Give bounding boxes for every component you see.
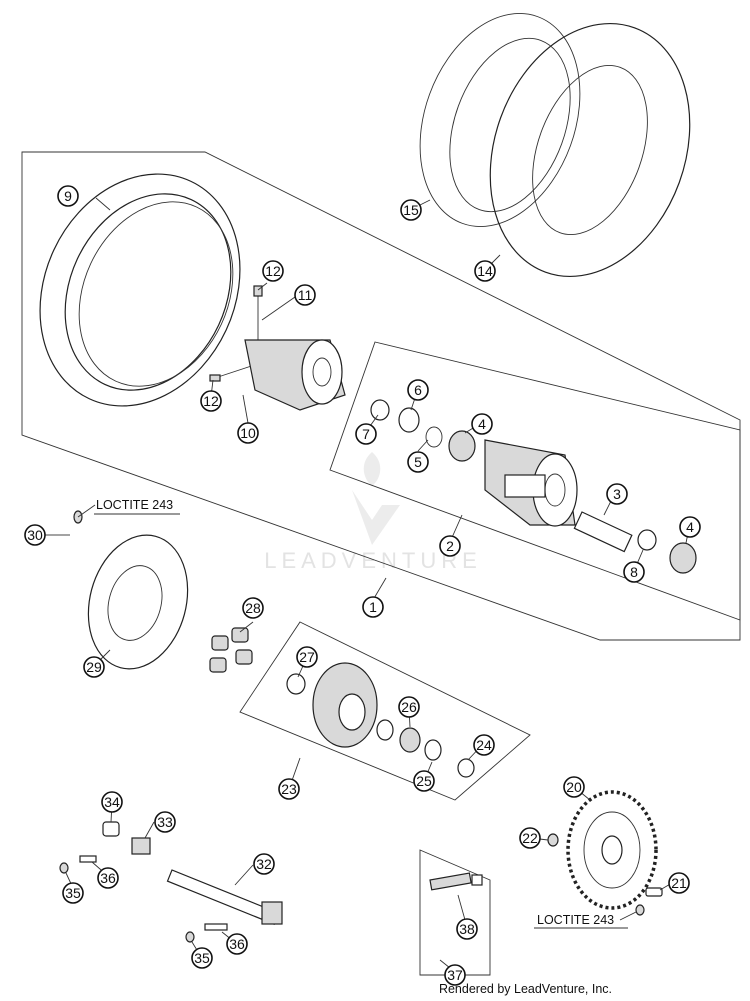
svg-text:14: 14 bbox=[477, 263, 493, 279]
svg-text:34: 34 bbox=[104, 794, 120, 810]
callout-12a: 12 bbox=[262, 260, 284, 282]
svg-text:11: 11 bbox=[298, 287, 313, 303]
svg-text:20: 20 bbox=[566, 779, 582, 795]
svg-text:32: 32 bbox=[256, 856, 272, 872]
svg-text:35: 35 bbox=[194, 950, 210, 966]
loctite-note-lower: LOCTITE 243 bbox=[537, 913, 614, 927]
callout-9: 9 bbox=[57, 185, 79, 207]
svg-text:29: 29 bbox=[86, 659, 102, 675]
callout-3: 3 bbox=[606, 483, 628, 505]
sprocket-carrier bbox=[286, 662, 475, 778]
callout-14: 14 bbox=[474, 260, 496, 282]
svg-text:1: 1 bbox=[369, 599, 377, 615]
callout-5: 5 bbox=[407, 451, 429, 473]
svg-text:5: 5 bbox=[414, 454, 422, 470]
callout-24: 24 bbox=[473, 734, 495, 756]
callout-35b: 35 bbox=[191, 947, 213, 969]
svg-text:26: 26 bbox=[401, 699, 417, 715]
tire bbox=[489, 22, 691, 278]
callout-20: 20 bbox=[563, 776, 585, 798]
bearings-and-spacers bbox=[370, 399, 697, 574]
svg-text:36: 36 bbox=[229, 936, 245, 952]
svg-text:10: 10 bbox=[240, 425, 256, 441]
svg-text:25: 25 bbox=[416, 773, 432, 789]
axle-parts bbox=[59, 821, 283, 943]
sprocket-bolt bbox=[635, 887, 663, 916]
svg-text:35: 35 bbox=[65, 885, 81, 901]
svg-text:33: 33 bbox=[157, 814, 173, 830]
callout-12b: 12 bbox=[200, 390, 222, 412]
callout-27: 27 bbox=[296, 646, 318, 668]
svg-text:22: 22 bbox=[522, 830, 538, 846]
callout-2: 2 bbox=[439, 535, 461, 557]
hub bbox=[484, 439, 578, 527]
svg-text:37: 37 bbox=[447, 967, 463, 983]
callout-7: 7 bbox=[355, 423, 377, 445]
svg-text:4: 4 bbox=[478, 416, 486, 432]
callout-6: 6 bbox=[407, 379, 429, 401]
callout-38: 38 bbox=[456, 918, 478, 940]
rear-sprocket bbox=[566, 790, 658, 910]
hub-assembly-frame bbox=[329, 341, 741, 621]
svg-text:36: 36 bbox=[100, 870, 116, 886]
callout-36a: 36 bbox=[97, 867, 119, 889]
svg-text:23: 23 bbox=[281, 781, 297, 797]
chain-frame bbox=[419, 849, 491, 976]
svg-text:2: 2 bbox=[446, 538, 454, 554]
svg-text:38: 38 bbox=[459, 921, 475, 937]
svg-text:9: 9 bbox=[64, 188, 72, 204]
svg-text:21: 21 bbox=[671, 875, 687, 891]
callout-21: 21 bbox=[668, 872, 690, 894]
callout-32: 32 bbox=[253, 853, 275, 875]
svg-text:4: 4 bbox=[686, 519, 694, 535]
brake-disc bbox=[87, 534, 189, 670]
callout-4b: 4 bbox=[679, 516, 701, 538]
svg-text:28: 28 bbox=[245, 600, 261, 616]
sprocket-carrier-frame bbox=[239, 621, 531, 801]
loctite-note-upper: LOCTITE 243 bbox=[96, 498, 173, 512]
callout-4a: 4 bbox=[471, 413, 493, 435]
render-credit: Rendered by LeadVenture, Inc. bbox=[438, 982, 612, 996]
callout-22: 22 bbox=[519, 827, 541, 849]
callout-28: 28 bbox=[242, 597, 264, 619]
disc-bolt bbox=[58, 510, 83, 536]
callout-8: 8 bbox=[623, 561, 645, 583]
svg-text:27: 27 bbox=[299, 649, 315, 665]
callout-23: 23 bbox=[278, 778, 300, 800]
callout-34: 34 bbox=[101, 791, 123, 813]
svg-text:15: 15 bbox=[403, 202, 419, 218]
rim bbox=[39, 173, 241, 407]
callout-30: 30 bbox=[24, 524, 46, 546]
inner-tube bbox=[419, 13, 581, 227]
sprocket-nut bbox=[547, 833, 559, 847]
svg-text:6: 6 bbox=[414, 382, 422, 398]
svg-text:3: 3 bbox=[613, 486, 621, 502]
chain-link bbox=[429, 872, 483, 891]
svg-text:12: 12 bbox=[203, 393, 219, 409]
callout-1: 1 bbox=[362, 596, 384, 618]
wheel-assembly-frame bbox=[21, 151, 741, 641]
callout-15: 15 bbox=[400, 199, 422, 221]
callout-25: 25 bbox=[413, 770, 435, 792]
callout-35a: 35 bbox=[62, 882, 84, 904]
rim-hub bbox=[244, 339, 346, 411]
callout-29: 29 bbox=[83, 656, 105, 678]
callout-10: 10 bbox=[237, 422, 259, 444]
svg-text:12: 12 bbox=[265, 263, 281, 279]
callout-37: 37 bbox=[444, 964, 466, 986]
callout-36b: 36 bbox=[226, 933, 248, 955]
callout-26: 26 bbox=[398, 696, 420, 718]
callout-33: 33 bbox=[154, 811, 176, 833]
callout-11: 11 bbox=[294, 284, 316, 306]
svg-text:30: 30 bbox=[27, 527, 43, 543]
svg-text:7: 7 bbox=[362, 426, 370, 442]
svg-text:24: 24 bbox=[476, 737, 492, 753]
svg-text:8: 8 bbox=[630, 564, 638, 580]
damper-rubbers bbox=[209, 627, 253, 673]
